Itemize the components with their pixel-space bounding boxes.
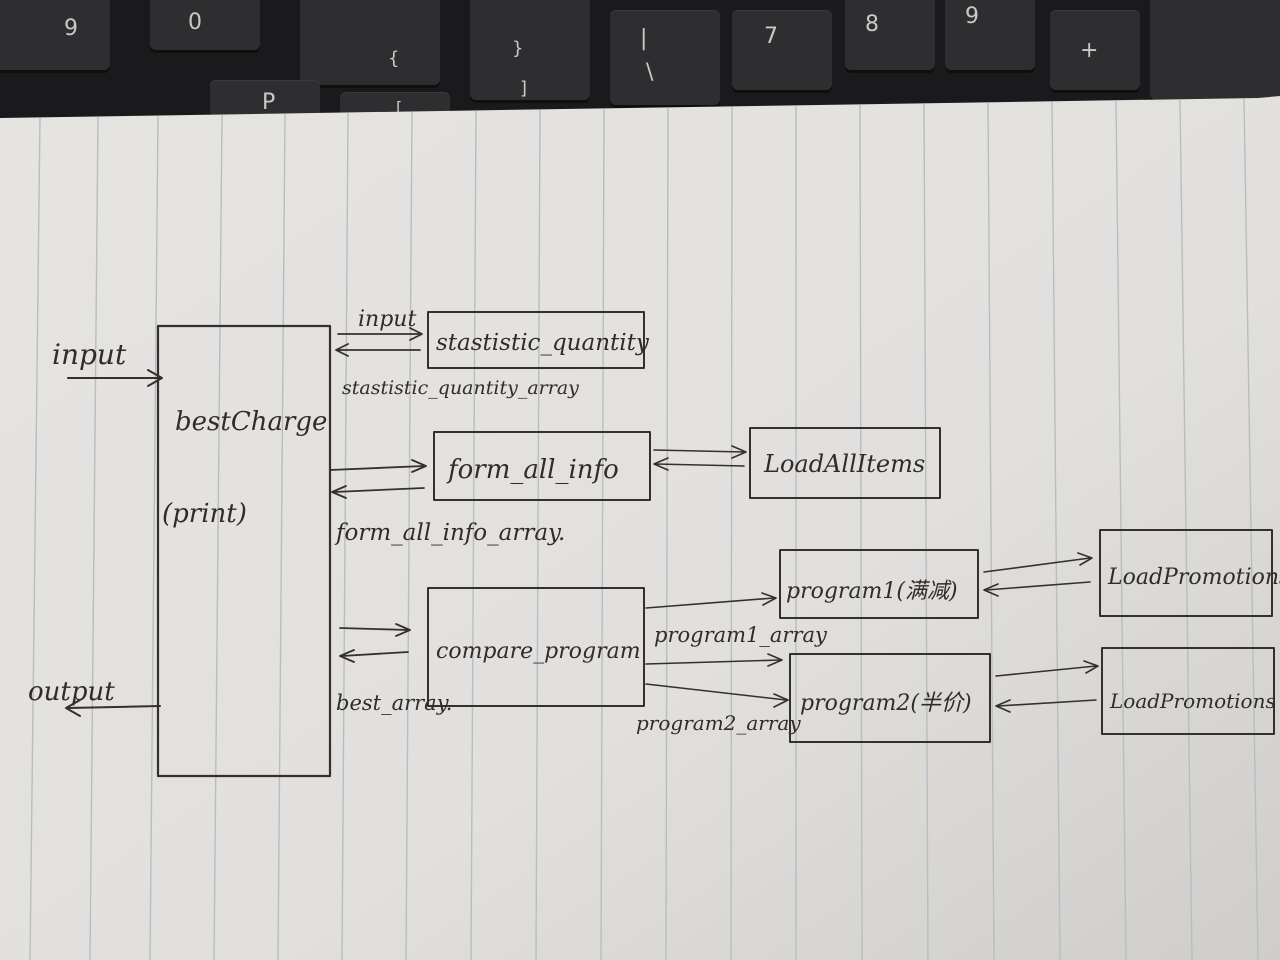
output-label: output bbox=[28, 677, 115, 707]
key-label: | bbox=[640, 26, 648, 51]
bestcharge-box bbox=[156, 324, 332, 778]
compare-out-label: best_array. bbox=[336, 691, 452, 715]
load-promo2-label: LoadPromotions bbox=[1109, 689, 1276, 713]
key-braces: { bbox=[300, 0, 440, 85]
key-9: 9 bbox=[0, 0, 110, 70]
ruled-lines bbox=[29, 98, 1259, 960]
program1-return-arrow bbox=[645, 653, 783, 667]
key-plus: + bbox=[1050, 10, 1140, 90]
program2-label: program2(半价) bbox=[800, 691, 972, 716]
input-arrow bbox=[67, 369, 163, 387]
key-label: 9 bbox=[64, 16, 78, 41]
stat-input-label: input bbox=[358, 307, 416, 332]
key-0: 0 bbox=[150, 0, 260, 50]
load-promo2-box bbox=[1101, 647, 1275, 735]
compare-return-arrow bbox=[339, 649, 409, 663]
program2-call-arrow bbox=[645, 683, 789, 708]
key-9b: 9 bbox=[945, 0, 1035, 70]
stat-box bbox=[427, 311, 645, 369]
paper-sheet bbox=[0, 96, 1280, 960]
input-label: input bbox=[52, 338, 127, 371]
program1-call-arrow bbox=[645, 592, 777, 609]
load-items-label: LoadAllItems bbox=[763, 450, 925, 478]
form-box bbox=[433, 431, 651, 501]
compare-call-arrow bbox=[339, 623, 411, 637]
key-label: ] bbox=[520, 78, 528, 99]
form-return-arrow bbox=[331, 485, 425, 499]
key-close-brace: } ] bbox=[470, 0, 590, 100]
key-label: 9 bbox=[965, 4, 979, 29]
program2-out-label: program2_array bbox=[636, 711, 801, 735]
stat-box-label: stastistic_quantity bbox=[436, 330, 650, 356]
program1-label: program1(满减) bbox=[786, 579, 958, 604]
compare-box-label: compare_program bbox=[436, 639, 641, 664]
promo2-call-arrow bbox=[995, 660, 1099, 677]
form-box-label: form_all_info bbox=[446, 455, 619, 485]
key-label: { bbox=[388, 48, 400, 69]
load-items-box bbox=[749, 427, 941, 499]
bestcharge-subtitle: (print) bbox=[162, 499, 247, 529]
key-edge bbox=[1150, 0, 1280, 100]
load-promo1-box bbox=[1099, 529, 1273, 617]
output-arrow bbox=[65, 699, 161, 717]
items-call-arrow bbox=[653, 445, 747, 459]
bestcharge-title: bestCharge bbox=[175, 407, 327, 437]
key-pipe: | \ bbox=[610, 10, 720, 105]
key-label: 8 bbox=[865, 12, 879, 37]
key-label: 7 bbox=[764, 24, 778, 49]
program1-out-label: program1_array bbox=[654, 623, 828, 647]
key-8: 8 bbox=[845, 0, 935, 70]
key-label: } bbox=[512, 38, 524, 59]
load-promo1-label: LoadPromotions bbox=[1107, 565, 1280, 590]
key-label: [ bbox=[396, 98, 403, 117]
key-7: 7 bbox=[732, 10, 832, 90]
key-label: + bbox=[1080, 38, 1099, 63]
stat-out-label: stastistic_quantity_array bbox=[342, 377, 579, 399]
stat-input-arrow bbox=[337, 327, 423, 341]
key-label: 0 bbox=[188, 10, 202, 35]
key-label: \ bbox=[646, 60, 654, 85]
form-call-arrow bbox=[329, 459, 427, 473]
items-return-arrow bbox=[653, 457, 745, 471]
promo2-return-arrow bbox=[995, 699, 1097, 713]
promo1-call-arrow bbox=[983, 552, 1093, 573]
program2-box bbox=[789, 653, 991, 743]
form-out-label: form_all_info_array. bbox=[334, 520, 565, 546]
compare-box bbox=[427, 587, 645, 707]
stat-return-arrow bbox=[335, 343, 421, 357]
key-label: P bbox=[262, 90, 276, 115]
promo1-return-arrow bbox=[983, 581, 1091, 597]
program1-box bbox=[779, 549, 979, 619]
